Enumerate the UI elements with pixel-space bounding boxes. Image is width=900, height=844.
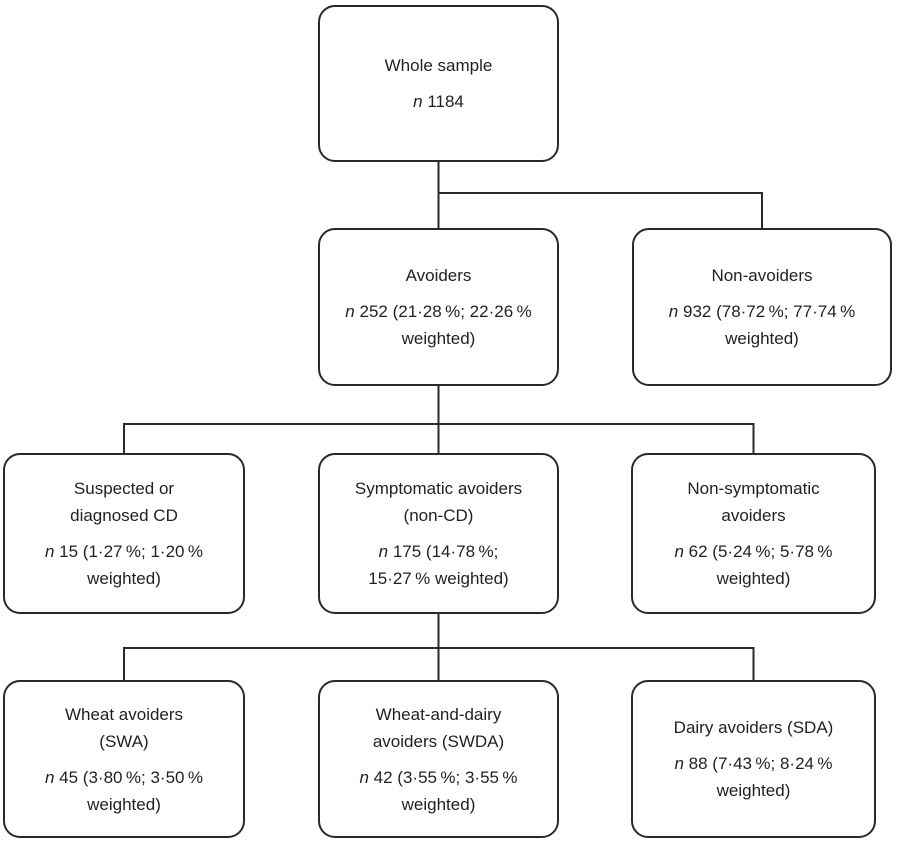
node-whole-sample: Whole sample n 1184 [318, 5, 559, 162]
n-symbol: n [413, 92, 423, 111]
node-avoiders: Avoiders n 252 (21·28 %; 22·26 % weighte… [318, 228, 559, 386]
node-stat: n 15 (1·27 %; 1·20 % weighted) [44, 542, 204, 588]
node-stat: n 62 (5·24 %; 5·78 % weighted) [674, 542, 833, 588]
n-symbol: n [345, 302, 355, 321]
n-symbol: n [359, 767, 369, 787]
node-label: Non-avoiders [711, 266, 813, 285]
node-stat: n 252 (21·28 %; 22·26 % weighted) [345, 302, 532, 348]
node-stat: n 1184 [413, 92, 464, 111]
node-symptomatic-avoiders: Symptomatic avoiders (non-CD) n 175 (14·… [318, 453, 559, 614]
node-stat: n 88 (7·43 %; 8·24 % weighted) [674, 754, 833, 800]
n-symbol: n [44, 767, 55, 787]
node-label: Wheat avoiders (SWA) [64, 704, 184, 751]
node-non-avoiders: Non-avoiders n 932 (78·72 %; 77·74 % wei… [632, 228, 892, 386]
node-dairy-avoiders: Dairy avoiders (SDA) n 88 (7·43 %; 8·24 … [631, 680, 876, 838]
n-symbol: n [674, 754, 684, 773]
n-symbol: n [378, 542, 389, 561]
node-stat: n 42 (3·55 %; 3·55 % weighted) [359, 767, 518, 814]
n-symbol: n [674, 542, 684, 561]
node-wheat-and-dairy-avoiders: Wheat-and-dairy avoiders (SWDA) n 42 (3·… [318, 680, 559, 838]
connector-level2-branch [438, 192, 763, 228]
n-symbol: n [668, 302, 679, 321]
node-non-symptomatic-avoiders: Non-symptomatic avoiders n 62 (5·24 %; 5… [631, 453, 876, 614]
node-stat: n 932 (78·72 %; 77·74 % weighted) [668, 302, 856, 348]
node-wheat-avoiders: Wheat avoiders (SWA) n 45 (3·80 %; 3·50 … [3, 680, 245, 838]
node-label: Symptomatic avoiders (non-CD) [354, 479, 523, 525]
node-label: Suspected or diagnosed CD [70, 479, 178, 525]
node-label: Avoiders [405, 266, 472, 285]
node-suspected-cd: Suspected or diagnosed CD n 15 (1·27 %; … [3, 453, 245, 614]
node-label: Dairy avoiders (SDA) [673, 718, 834, 737]
node-stat: n 45 (3·80 %; 3·50 % weighted) [44, 767, 204, 814]
n-symbol: n [44, 542, 55, 561]
node-label: Wheat-and-dairy avoiders (SWDA) [372, 704, 505, 751]
node-label: Whole sample [384, 56, 493, 75]
node-label: Non-symptomatic avoiders [687, 479, 820, 525]
node-stat: n 175 (14·78 %; 15·27 % weighted) [368, 542, 509, 588]
connector-level3-branch [123, 423, 755, 453]
connector-level4-branch [123, 647, 755, 680]
